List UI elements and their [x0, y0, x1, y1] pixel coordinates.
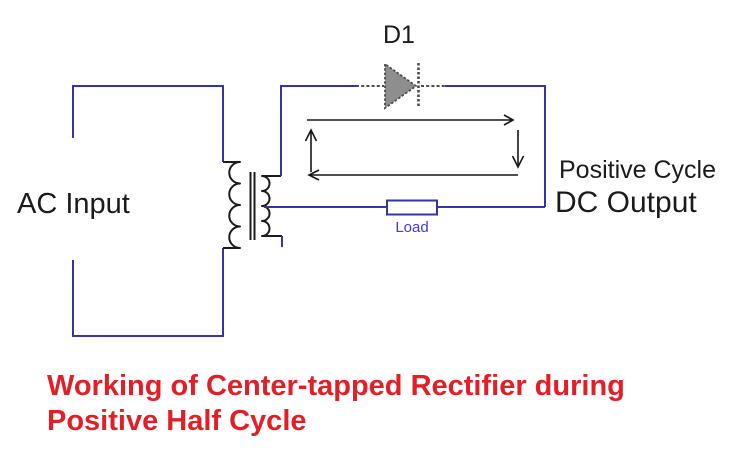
wire-diode-to-output: [445, 85, 546, 207]
transformer-icon: [223, 161, 282, 249]
load-label: Load: [395, 219, 429, 236]
secondary-winding: [261, 175, 282, 237]
current-flow-arrows: [304, 114, 525, 181]
diode-icon: [356, 62, 445, 110]
wire-secondary-top: [280, 85, 358, 176]
dc-output-label: DC Output: [555, 186, 697, 219]
diode-anode-triangle: [384, 62, 418, 110]
load-resistor: [386, 199, 438, 216]
positive-cycle-label: Positive Cycle: [559, 156, 716, 184]
transformer-core: [249, 172, 256, 240]
ac-input-label: AC Input: [17, 188, 130, 220]
ac-loop-wire: [72, 85, 224, 337]
diagram-title-line1: Working of Center-tapped Rectifier durin…: [47, 370, 625, 402]
diagram-title-line2: Positive Half Cycle: [47, 405, 307, 437]
diode-d1-label: D1: [383, 21, 415, 49]
primary-winding: [223, 161, 241, 249]
